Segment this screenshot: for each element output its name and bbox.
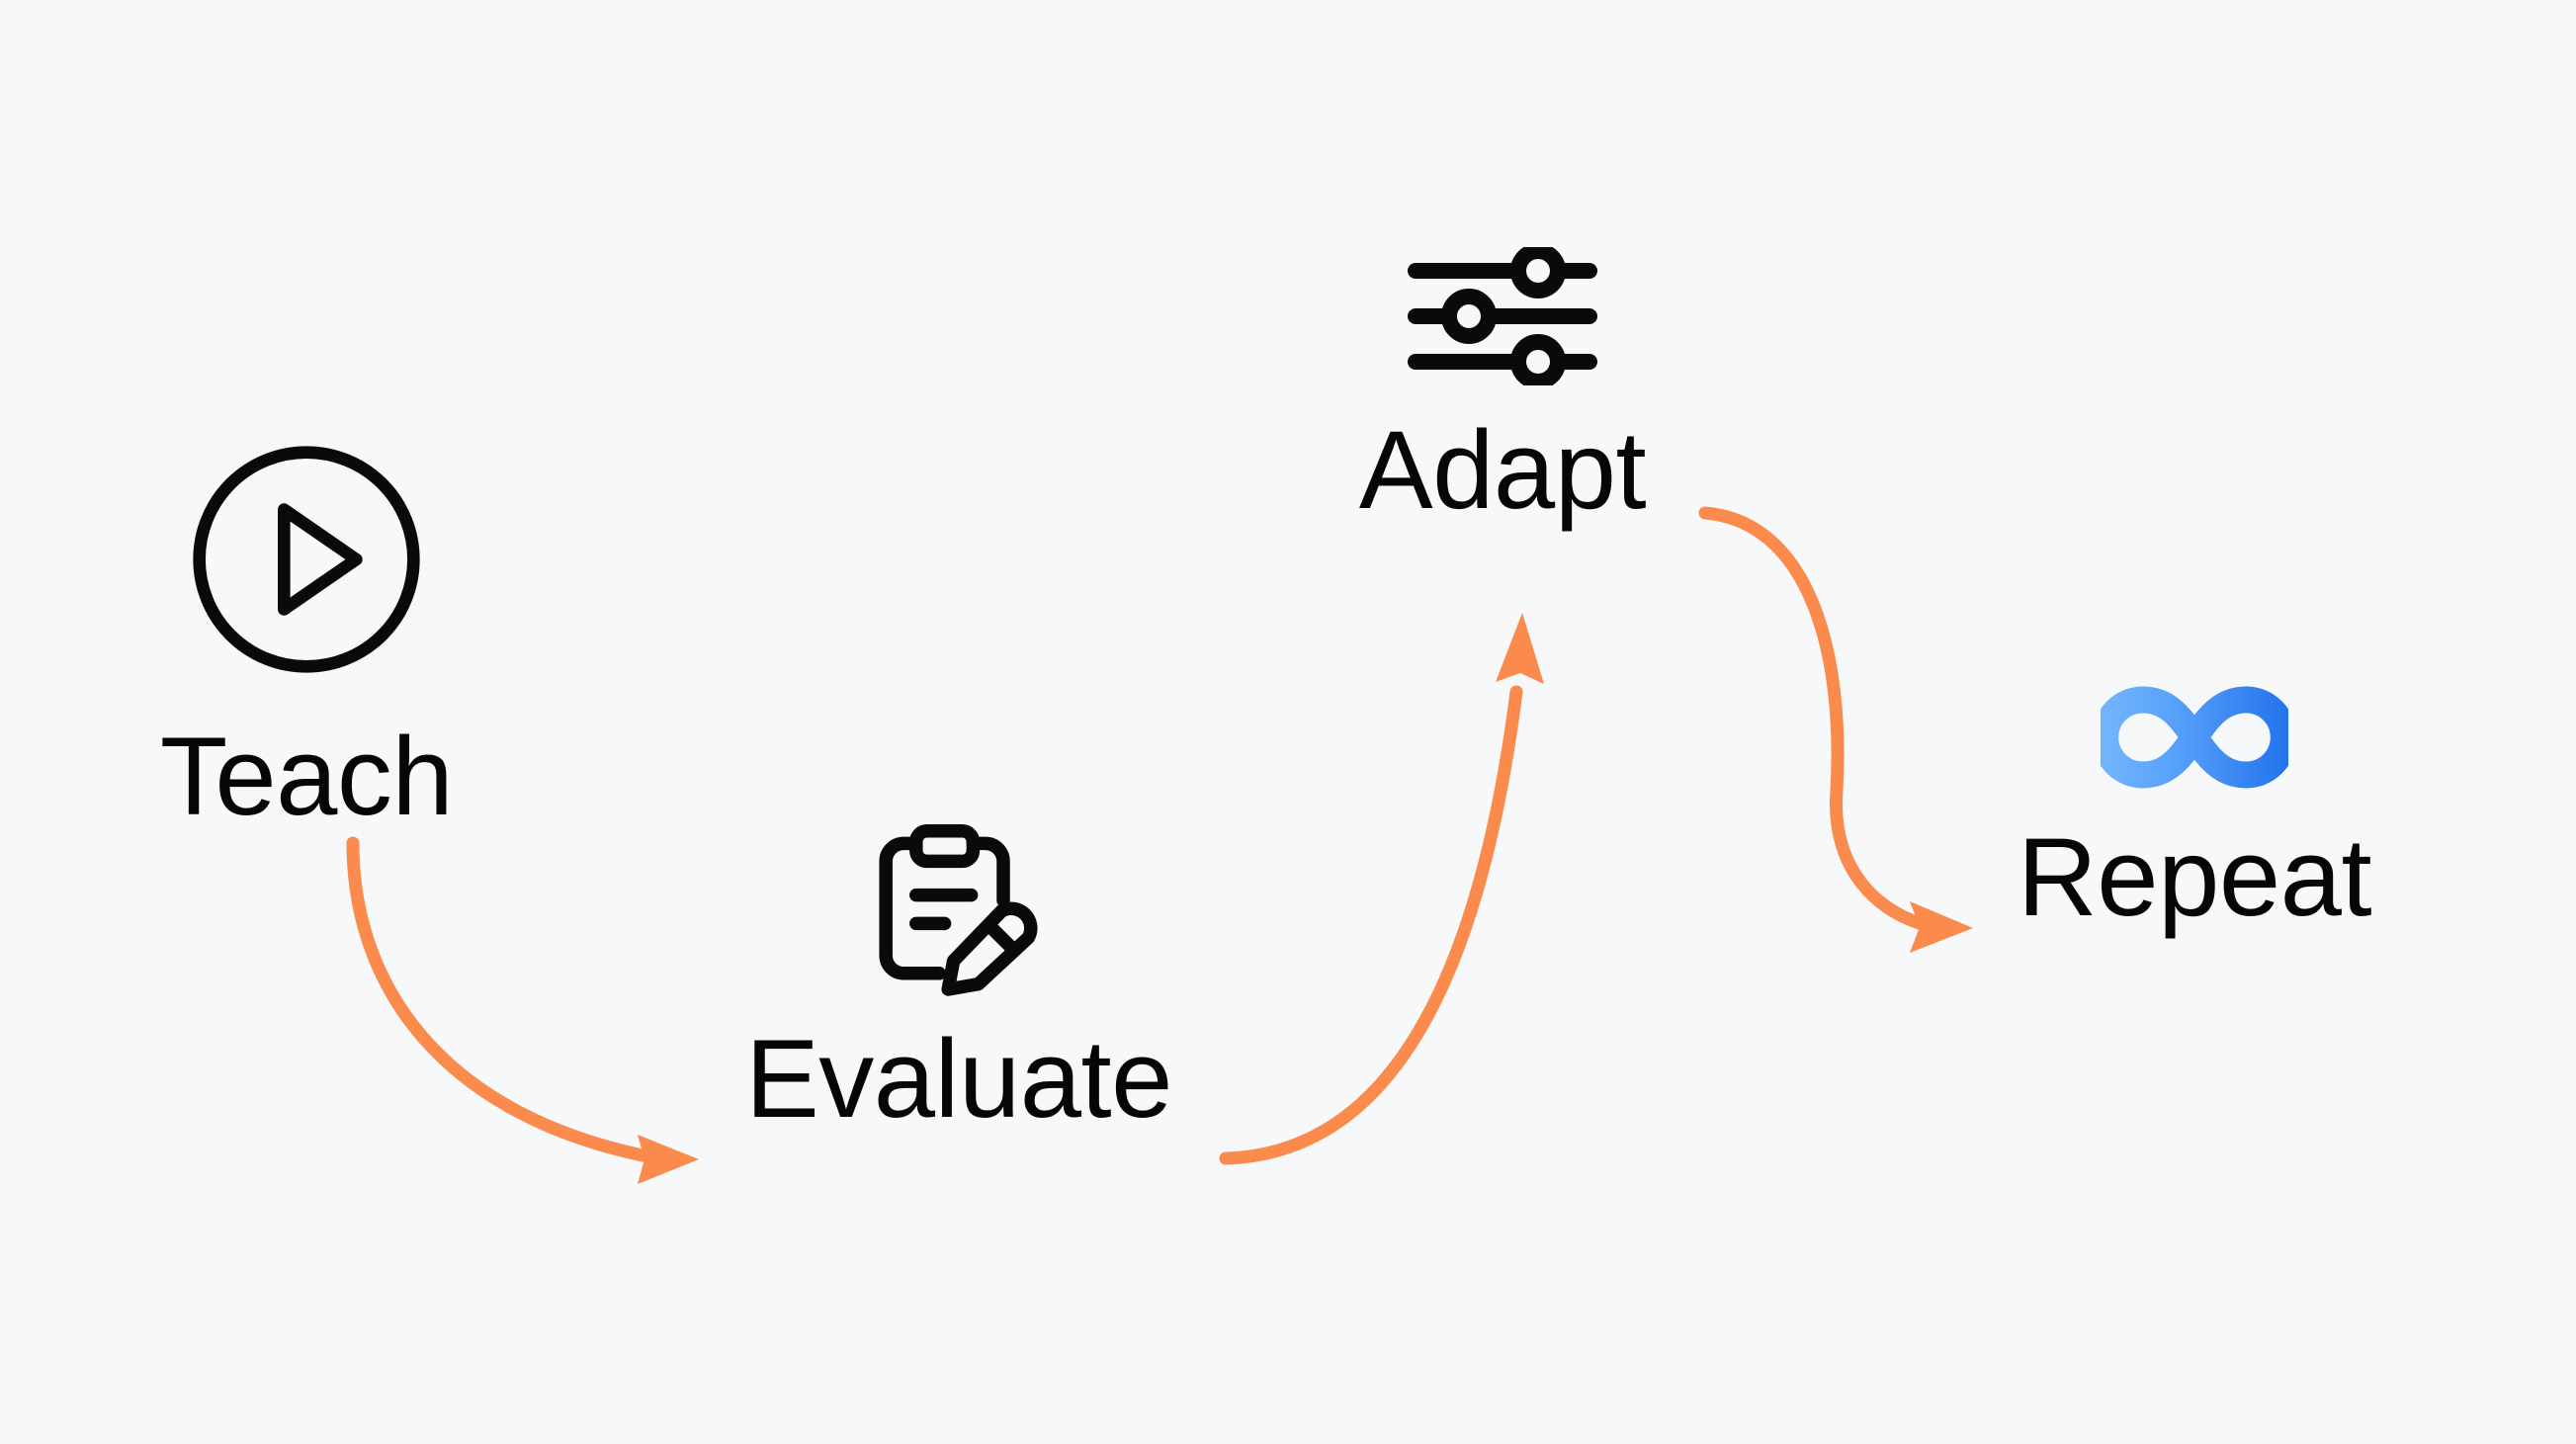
play-circle-icon: [182, 435, 431, 684]
step-label-adapt: Adapt: [1358, 408, 1647, 532]
step-node-adapt[interactable]: Adapt: [1325, 243, 1680, 532]
step-node-repeat[interactable]: Repeat: [1987, 682, 2402, 933]
connector-teach-to-evaluate: [346, 836, 699, 1184]
step-node-teach[interactable]: Teach: [119, 435, 494, 832]
connector-evaluate-to-adapt: [1219, 613, 1544, 1165]
connector-adapt-to-repeat: [1698, 506, 1973, 953]
clipboard-pencil-icon: [860, 820, 1058, 998]
step-label-repeat: Repeat: [2017, 815, 2372, 939]
infinity-icon: [2092, 682, 2297, 793]
sliders-icon: [1404, 243, 1601, 389]
step-node-evaluate[interactable]: Evaluate: [712, 820, 1206, 1135]
step-label-teach: Teach: [159, 715, 454, 838]
step-label-evaluate: Evaluate: [745, 1017, 1172, 1141]
